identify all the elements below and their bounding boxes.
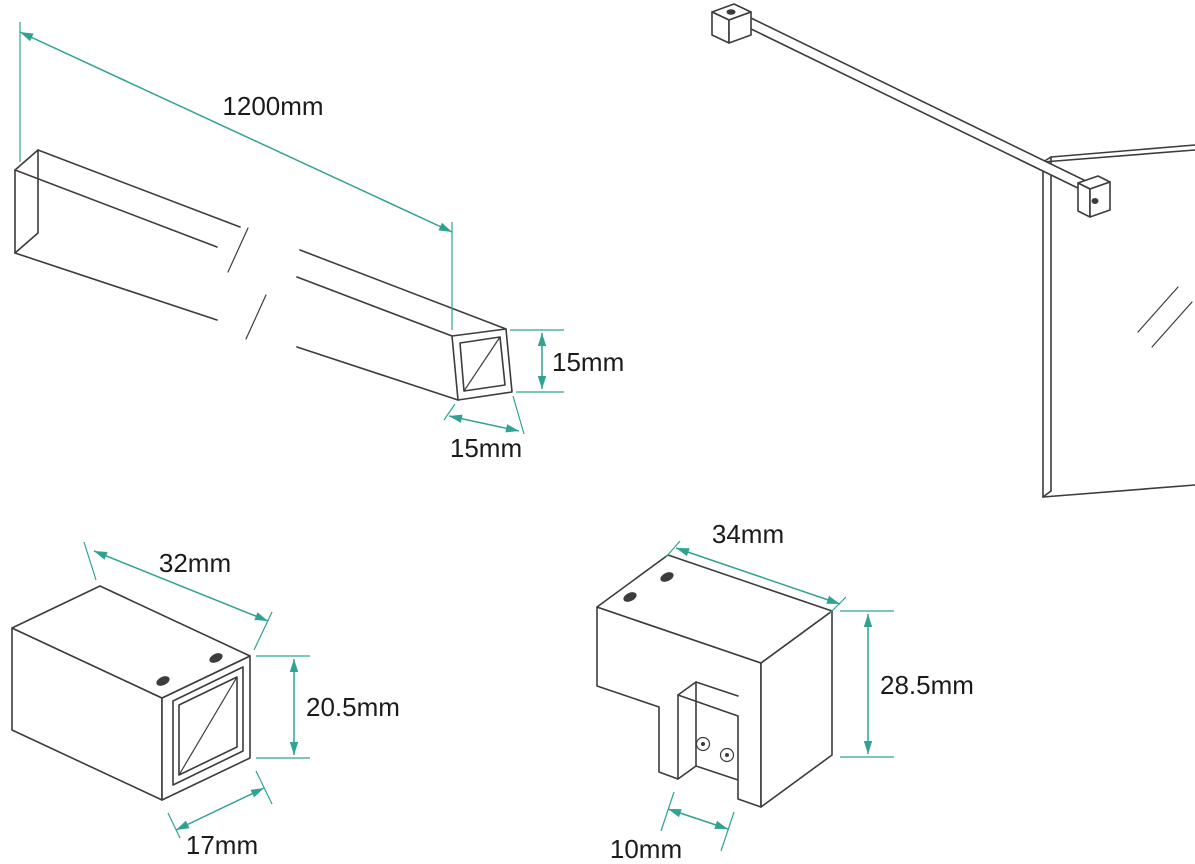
wall-bracket-diagram: 32mm 20.5mm 17mm bbox=[11, 541, 400, 860]
anchor-screw-hole bbox=[726, 9, 736, 15]
bracket-screw-hole bbox=[209, 653, 223, 663]
bracket-height-dimension: 20.5mm bbox=[256, 655, 400, 759]
clamp-width-label: 34mm bbox=[712, 519, 784, 549]
clamp-height-label: 28.5mm bbox=[880, 670, 974, 700]
bracket-length-label: 32mm bbox=[159, 548, 231, 578]
connector-screw-hole bbox=[1091, 198, 1099, 204]
bar-profile-diagram: 1200mm 15mm 15mm bbox=[14, 22, 624, 463]
bar-height-dimension: 15mm bbox=[510, 329, 624, 393]
clamp-height-dimension: 28.5mm bbox=[840, 610, 974, 758]
bar-width-label: 15mm bbox=[450, 433, 522, 463]
bracket-screw-hole bbox=[156, 676, 170, 686]
wall-bracket-drawing bbox=[11, 585, 251, 801]
bracket-depth-dimension: 17mm bbox=[167, 770, 273, 860]
bracket-length-dimension: 32mm bbox=[83, 541, 273, 651]
square-bar-drawing bbox=[14, 149, 513, 401]
support-bar bbox=[746, 17, 1091, 193]
clamp-slot-interior bbox=[677, 681, 739, 781]
glass-clamp-drawing bbox=[596, 554, 833, 808]
clamp-bolt-hole bbox=[719, 747, 735, 763]
glass-panel bbox=[1042, 144, 1195, 498]
bracket-depth-label: 17mm bbox=[186, 830, 258, 860]
bar-height-label: 15mm bbox=[552, 347, 624, 377]
break-mark bbox=[227, 227, 249, 273]
clamp-screw-hole bbox=[623, 592, 637, 602]
bar-width-dimension: 15mm bbox=[443, 395, 525, 463]
bar-glass-connector bbox=[1077, 175, 1111, 218]
clamp-screw-hole bbox=[660, 572, 674, 582]
glass-reflection-marks bbox=[1137, 286, 1193, 348]
installation-view-diagram bbox=[711, 3, 1195, 498]
bar-length-dimension: 1200mm bbox=[19, 22, 453, 330]
break-mark bbox=[245, 294, 267, 340]
bar-length-label: 1200mm bbox=[222, 91, 323, 121]
clamp-slot-label: 10mm bbox=[610, 834, 682, 864]
glass-clamp-diagram: 34mm 28.5mm 10mm bbox=[596, 519, 974, 864]
clamp-slot-dimension: 10mm bbox=[610, 791, 735, 864]
clamp-bolt-hole bbox=[695, 736, 711, 752]
clamp-width-dimension: 34mm bbox=[665, 519, 847, 614]
bracket-height-label: 20.5mm bbox=[306, 692, 400, 722]
wall-anchor bbox=[711, 3, 752, 44]
